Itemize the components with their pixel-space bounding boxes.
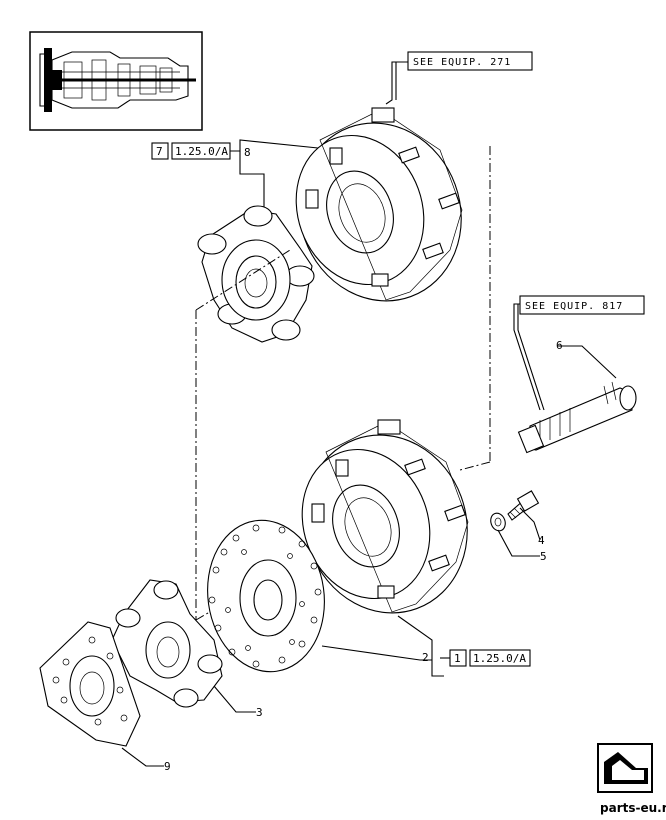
part-label-9: 9 [164,760,171,773]
friction-disc-part-2 [207,519,432,673]
part-label-5: 5 [540,550,547,563]
callout-ref-7-code: 1.25.0/A [175,145,228,158]
pressure-plate-upper [295,107,463,302]
callout-ref-7[interactable]: 7 1.25.0/A [151,139,319,214]
pressure-plate-lower [301,419,469,614]
clutch-disc-part-8 [197,205,315,343]
part-label-2: 2 [422,651,429,664]
callout-ref-1-code: 1.25.0/A [473,652,526,665]
watermark: parts-eu.ru [600,801,666,815]
callout-ref-1-number: 1 [454,652,461,665]
hub-plate-part-9: 9 [39,621,171,773]
bolt-part-4: 4 [507,490,545,547]
next-page-arrow-icon[interactable] [597,743,653,793]
part-label-4: 4 [538,534,545,547]
part-label-3: 3 [256,706,263,719]
input-shaft-part-6: 6 [517,339,637,454]
callout-see-equip-817[interactable]: SEE EQUIP. 817 [513,295,645,411]
callout-ref-1[interactable]: 2 1 1.25.0/A [397,615,531,677]
callout-ref-7-number: 7 [156,145,163,158]
callout-see-equip-817-text: SEE EQUIP. 817 [525,301,623,312]
transmission-thumbnail-icon[interactable] [29,31,203,131]
clutch-plate-part-3: 3 [111,579,263,719]
callout-see-equip-271[interactable]: SEE EQUIP. 271 [385,51,533,105]
part-label-6: 6 [556,339,563,352]
washer-part-5: 5 [490,512,547,563]
callout-see-equip-271-text: SEE EQUIP. 271 [413,57,511,68]
part-label-8: 8 [244,146,251,159]
